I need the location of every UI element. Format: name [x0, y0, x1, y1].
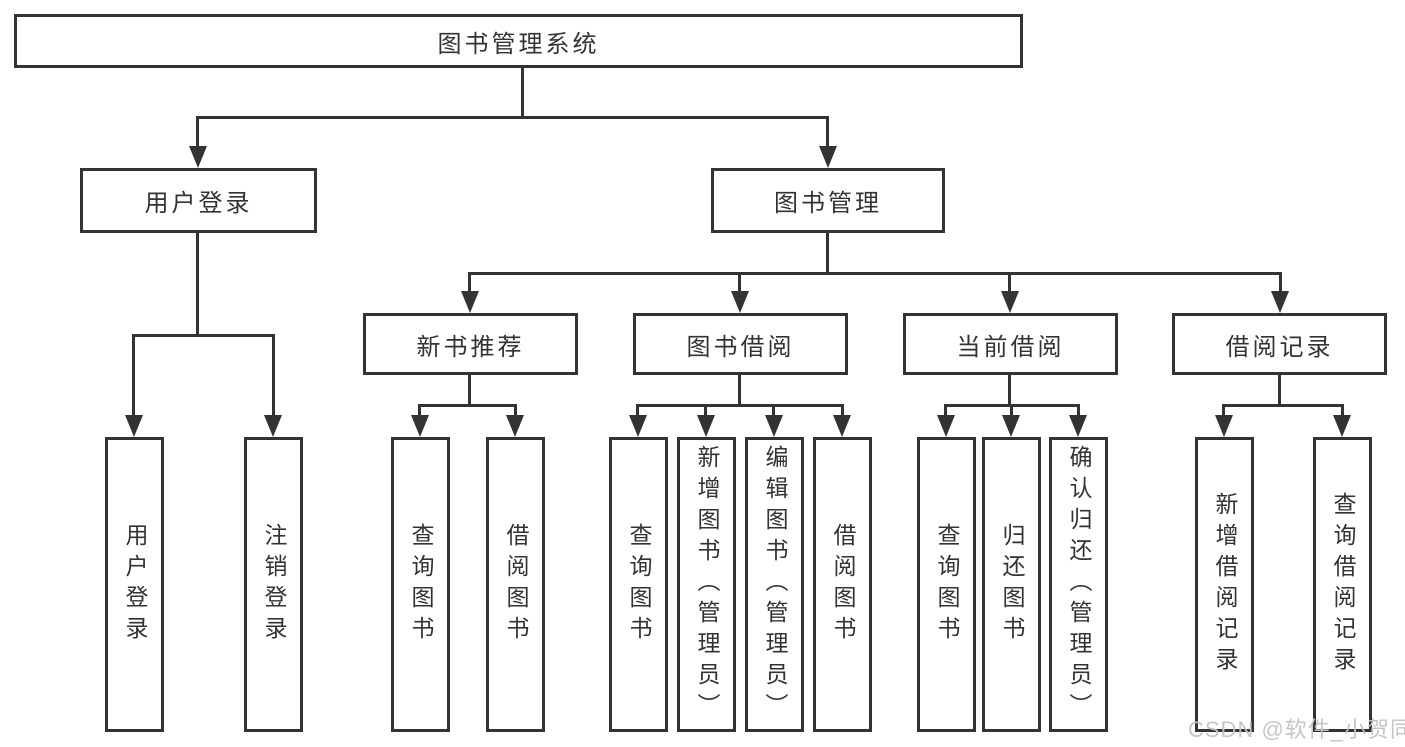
node-bb-borrow-books-label: 借阅图书	[830, 522, 856, 647]
connector-line	[196, 116, 199, 148]
arrowhead-down-icon	[697, 415, 715, 437]
connector-line	[132, 334, 135, 417]
node-new-book-recommend-label: 新书推荐	[416, 333, 525, 361]
connector-line	[738, 272, 741, 293]
arrowhead-down-icon	[506, 415, 524, 437]
connector-line	[1008, 375, 1011, 406]
connector-line	[196, 116, 829, 119]
arrowhead-down-icon	[411, 415, 429, 437]
connector-line	[738, 375, 741, 406]
connector-line	[272, 334, 275, 417]
node-current-borrow-label: 当前借阅	[956, 333, 1065, 361]
connector-line	[1010, 404, 1013, 417]
node-bb-add-books-admin: 新增图书（管理员）	[677, 437, 736, 732]
connector-line	[196, 233, 199, 336]
connector-line	[1278, 375, 1281, 406]
connector-line	[418, 404, 517, 407]
connector-line	[1077, 404, 1080, 417]
node-bb-query-books-label: 查询图书	[626, 522, 652, 647]
arrowhead-down-icon	[937, 415, 955, 437]
node-br-add-record-label: 新增借阅记录	[1212, 491, 1238, 678]
arrowhead-down-icon	[1069, 415, 1087, 437]
node-leaf-logout-label: 注销登录	[261, 522, 287, 647]
node-br-add-record: 新增借阅记录	[1195, 437, 1254, 732]
node-bb-query-books: 查询图书	[609, 437, 668, 732]
connector-line	[1341, 404, 1344, 417]
node-cb-return-books: 归还图书	[982, 437, 1041, 732]
arrowhead-down-icon	[731, 291, 749, 313]
connector-line	[468, 375, 471, 406]
node-library-system: 图书管理系统	[14, 14, 1023, 68]
connector-line	[132, 334, 275, 337]
arrowhead-down-icon	[765, 415, 783, 437]
arrowhead-down-icon	[1001, 291, 1019, 313]
connector-line	[1222, 404, 1344, 407]
csdn-watermark: CSDN @软件_小贺同学	[1188, 717, 1405, 742]
node-nb-query-books-label: 查询图书	[408, 522, 434, 647]
arrowhead-down-icon	[833, 415, 851, 437]
arrowhead-down-icon	[1215, 415, 1233, 437]
connector-line	[1279, 272, 1282, 293]
connector-line	[772, 404, 775, 417]
node-borrow-records-label: 借阅记录	[1225, 333, 1334, 361]
connector-line	[521, 68, 524, 118]
node-nb-borrow-books: 借阅图书	[486, 437, 545, 732]
node-bb-borrow-books: 借阅图书	[813, 437, 872, 732]
arrowhead-down-icon	[189, 146, 207, 168]
node-book-borrow-label: 图书借阅	[686, 333, 795, 361]
connector-line	[468, 272, 1282, 275]
node-nb-query-books: 查询图书	[391, 437, 450, 732]
node-cb-query-books: 查询图书	[917, 437, 976, 732]
node-nb-borrow-books-label: 借阅图书	[503, 522, 529, 647]
node-leaf-logout: 注销登录	[244, 437, 303, 732]
node-library-system-label: 图书管理系统	[437, 30, 600, 58]
connector-line	[418, 404, 421, 417]
arrowhead-down-icon	[1333, 415, 1351, 437]
node-book-borrow: 图书借阅	[633, 313, 848, 375]
node-cb-query-books-label: 查询图书	[934, 522, 960, 647]
arrowhead-down-icon	[125, 415, 143, 437]
node-bb-add-books-admin-label: 新增图书（管理员）	[694, 445, 720, 724]
connector-line	[1222, 404, 1225, 417]
arrowhead-down-icon	[264, 415, 282, 437]
node-book-management: 图书管理	[711, 168, 945, 233]
connector-line	[704, 404, 707, 417]
connector-line	[636, 404, 844, 407]
node-bb-edit-books-admin: 编辑图书（管理员）	[745, 437, 804, 732]
node-user-login-label: 用户登录	[144, 190, 253, 217]
connector-line	[944, 404, 947, 417]
node-cb-return-books-label: 归还图书	[999, 522, 1025, 647]
connector-line	[826, 116, 829, 148]
arrowhead-down-icon	[819, 146, 837, 168]
connector-line	[1008, 272, 1011, 293]
connector-line	[841, 404, 844, 417]
node-borrow-records: 借阅记录	[1172, 313, 1387, 375]
connector-line	[826, 233, 829, 274]
node-cb-confirm-return-admin-label: 确认归还（管理员）	[1066, 445, 1092, 724]
node-br-query-record: 查询借阅记录	[1313, 437, 1372, 732]
node-new-book-recommend: 新书推荐	[363, 313, 578, 375]
node-bb-edit-books-admin-label: 编辑图书（管理员）	[762, 445, 788, 724]
node-cb-confirm-return-admin: 确认归还（管理员）	[1049, 437, 1108, 732]
node-leaf-user-login: 用户登录	[105, 437, 164, 732]
arrowhead-down-icon	[1271, 291, 1289, 313]
connector-line	[468, 272, 471, 293]
arrowhead-down-icon	[629, 415, 647, 437]
node-user-login: 用户登录	[80, 168, 317, 233]
node-leaf-user-login-label: 用户登录	[122, 522, 148, 647]
connector-line	[514, 404, 517, 417]
node-current-borrow: 当前借阅	[903, 313, 1118, 375]
node-br-query-record-label: 查询借阅记录	[1330, 491, 1356, 678]
connector-line	[636, 404, 639, 417]
arrowhead-down-icon	[461, 291, 479, 313]
node-book-management-label: 图书管理	[774, 190, 882, 217]
arrowhead-down-icon	[1002, 415, 1020, 437]
